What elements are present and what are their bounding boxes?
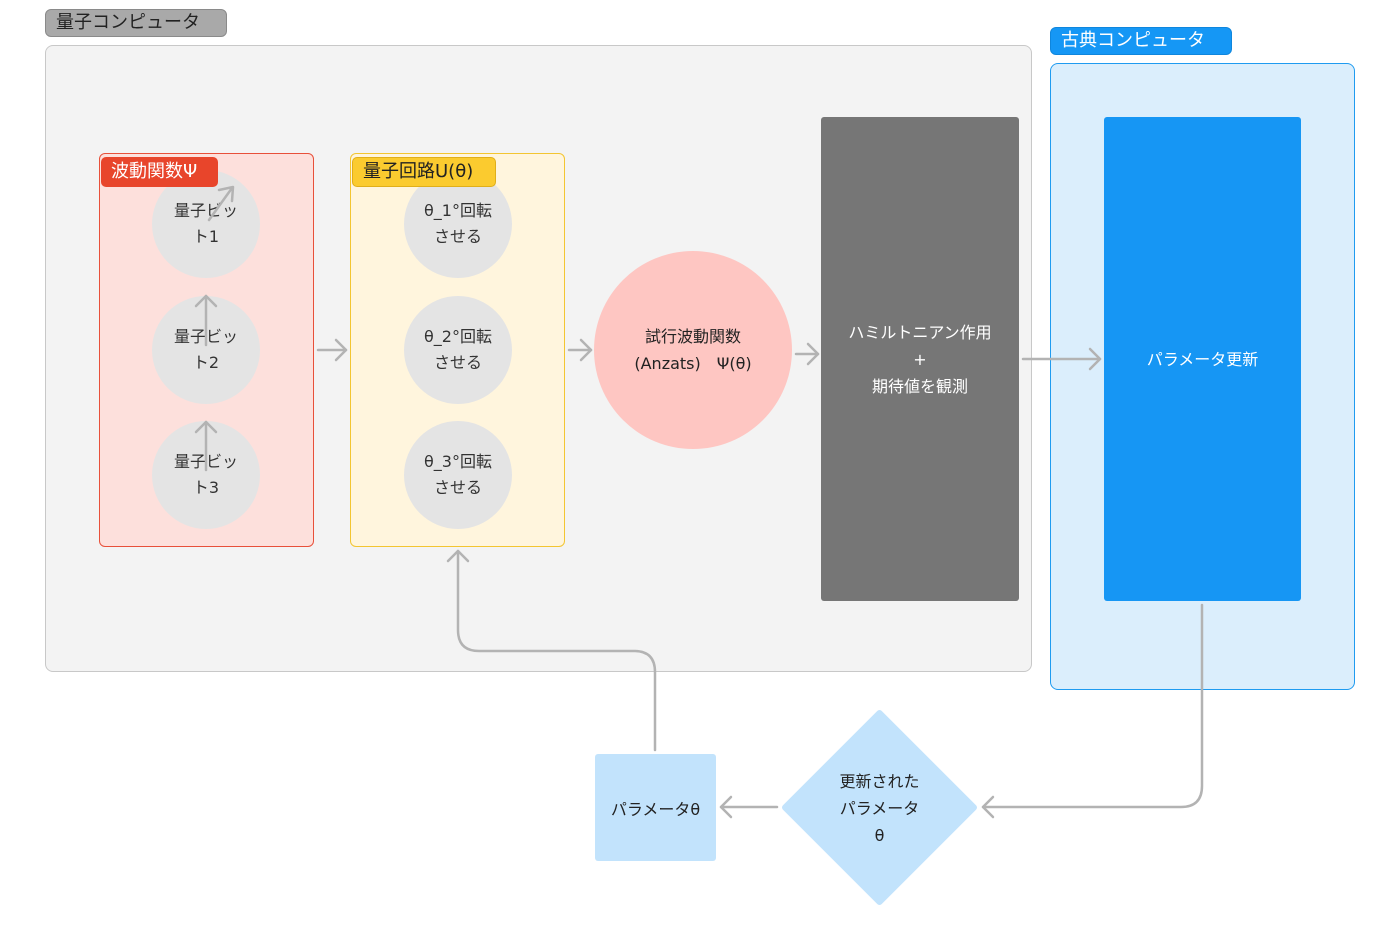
quantum-circuit-label: 量子回路U(θ) xyxy=(352,157,496,187)
parameter-theta-node[interactable]: パラメータθ xyxy=(595,754,716,861)
arrow-diamond-to-theta xyxy=(719,795,779,819)
rotation-theta-2-node[interactable]: θ_2°回転 させる xyxy=(404,296,512,404)
trial-wave-function-node[interactable]: 試行波動関数 (Anzats) Ψ(θ) xyxy=(594,251,792,449)
qubit-3-node[interactable]: 量子ビッ ト3 xyxy=(152,421,260,529)
updated-parameters-label: 更新された パラメータ θ xyxy=(839,771,920,845)
rotation-theta-1-node[interactable]: θ_1°回転 させる xyxy=(404,170,512,278)
classical-computer-label: 古典コンピュータ xyxy=(1050,27,1232,55)
updated-parameters-decision[interactable] xyxy=(781,709,978,906)
quantum-computer-label: 量子コンピュータ xyxy=(45,9,227,37)
rotation-theta-3-node[interactable]: θ_3°回転 させる xyxy=(404,421,512,529)
wave-function-label: 波動関数Ψ xyxy=(101,157,218,187)
hamiltonian-observe-node[interactable]: ハミルトニアン作用 + 期待値を観測 xyxy=(821,117,1019,601)
qubit-2-node[interactable]: 量子ビッ ト2 xyxy=(152,296,260,404)
parameter-update-node[interactable]: パラメータ更新 xyxy=(1104,117,1301,601)
